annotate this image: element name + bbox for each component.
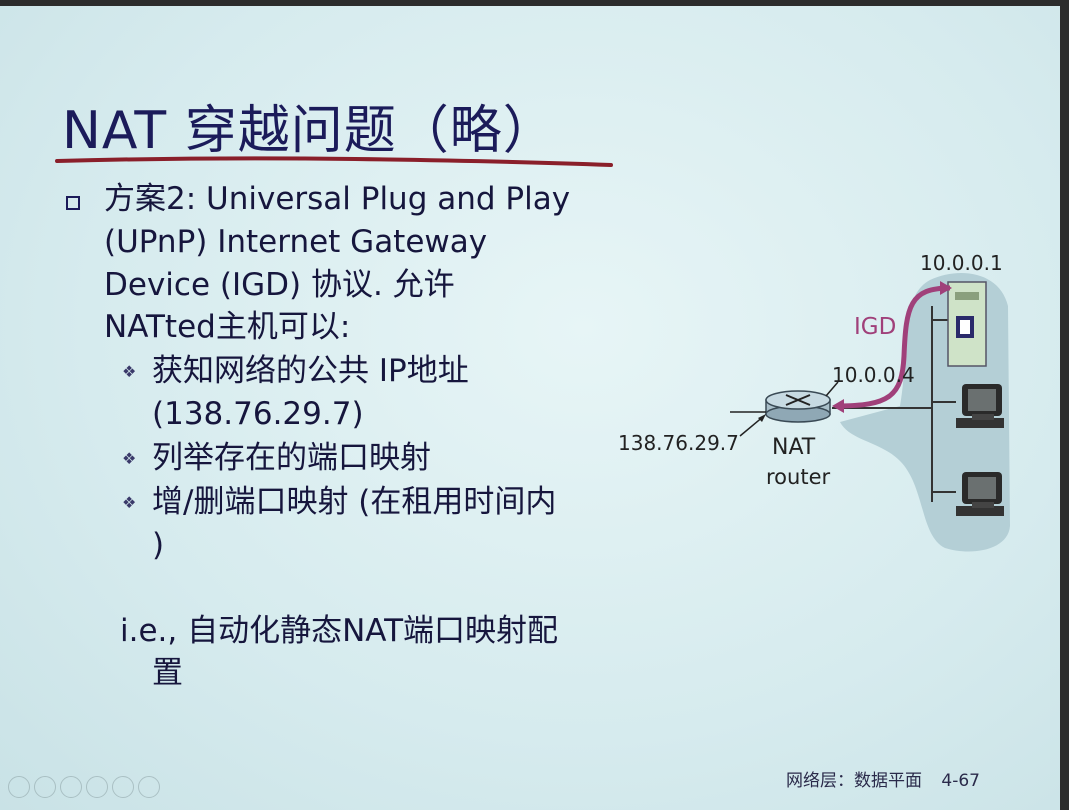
bullet-main-line-4: NATted主机可以: [104, 309, 351, 345]
diamond-bullet-icon: ❖ [122, 449, 137, 468]
player-controls [8, 776, 160, 798]
diamond-bullet-icon: ❖ [122, 362, 137, 381]
bullet-main-line-3: Device (IGD) 协议. 允许 [104, 267, 455, 303]
server-icon [947, 281, 987, 367]
nav-last-icon[interactable] [86, 776, 108, 798]
slide: NAT 穿越问题（略） 方案2: Universal Plug and Play… [0, 6, 1060, 810]
bullet-main-line-2: (UPnP) Internet Gateway [104, 224, 488, 260]
ip-router-inside-label: 10.0.0.4 [832, 363, 915, 387]
host-computer-icon [956, 384, 1004, 428]
sub-bullet-3-line-1: 增/删端口映射 (在租用时间内 [152, 484, 557, 520]
page-number: 4-67 [941, 771, 980, 791]
nav-prev-icon[interactable] [34, 776, 56, 798]
router-label-nat: NAT [772, 435, 816, 460]
sub-bullet-1-line-1: 获知网络的公共 IP地址 [152, 353, 469, 389]
nav-back-icon[interactable] [138, 776, 160, 798]
sub-bullet-3-line-2: ) [152, 527, 165, 563]
router-label-router: router [766, 465, 830, 489]
sub-bullet-1-line-2: (138.76.29.7) [152, 396, 364, 432]
nav-search-icon[interactable] [112, 776, 134, 798]
ip-public-label: 138.76.29.7 [618, 431, 739, 455]
nat-diagram: 10.0.0.1 IGD 10.0.0.4 138.76.29.7 NAT ro… [618, 251, 1010, 552]
router-icon [765, 390, 831, 423]
square-bullet-icon [66, 196, 80, 210]
bullet-main-line-1: 方案2: Universal Plug and Play [104, 181, 571, 217]
note-line-2: 置 [152, 655, 183, 691]
slide-title: NAT 穿越问题（略） [62, 101, 556, 161]
nav-next-icon[interactable] [60, 776, 82, 798]
slide-footer: 网络层：数据平面 4-67 [786, 766, 980, 791]
igd-label: IGD [854, 314, 896, 340]
note-line-1: i.e., 自动化静态NAT端口映射配 [120, 613, 559, 649]
ip-server-label: 10.0.0.1 [920, 251, 1003, 275]
footer-section: 网络层：数据平面 [786, 771, 922, 791]
diamond-bullet-icon: ❖ [122, 493, 137, 512]
title-underline [55, 156, 613, 167]
right-frame-bar [1060, 0, 1069, 810]
host-computer-icon [956, 472, 1004, 516]
sub-bullet-2-line-1: 列举存在的端口映射 [152, 440, 431, 476]
nav-first-icon[interactable] [8, 776, 30, 798]
top-frame-bar [0, 0, 1069, 6]
